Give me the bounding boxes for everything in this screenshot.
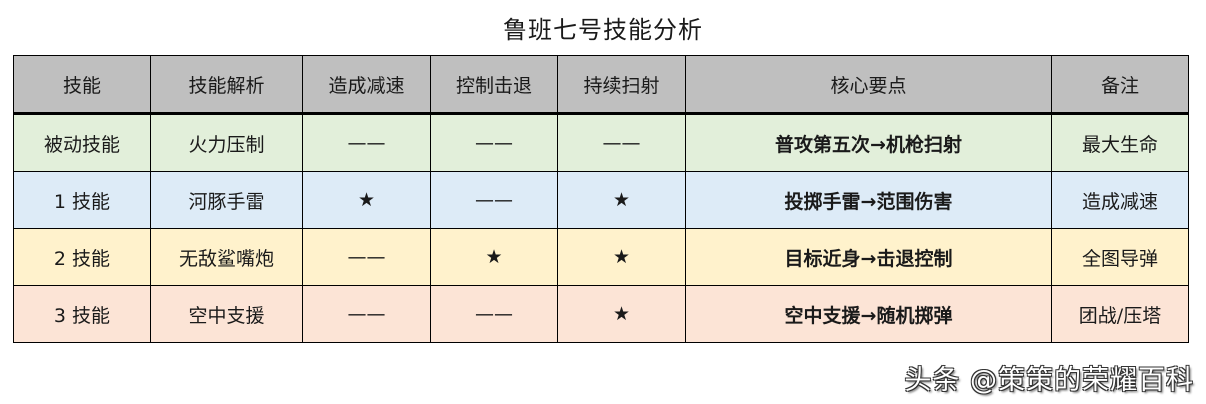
header-core: 核心要点 — [685, 55, 1052, 115]
analysis-cell: 火力压制 — [150, 113, 303, 172]
skill-cell: 被动技能 — [13, 113, 151, 172]
analysis-cell: 空中支援 — [150, 285, 303, 343]
core-cell: 空中支援→随机掷弹 — [685, 285, 1052, 343]
knockback-cell: —— — [430, 171, 558, 229]
note-cell: 造成减速 — [1051, 171, 1189, 229]
header-sweep: 持续扫射 — [557, 55, 686, 115]
knockback-cell: —— — [430, 113, 558, 172]
knockback-cell: ★ — [430, 228, 558, 286]
analysis-cell: 无敌鲨嘴炮 — [150, 228, 303, 286]
table-row: 1 技能 河豚手雷 ★ —— ★ 投掷手雷→范围伤害 造成减速 — [13, 171, 1189, 229]
slow-cell: ★ — [302, 171, 431, 229]
core-cell: 普攻第五次→机枪扫射 — [685, 113, 1052, 172]
header-slow: 造成减速 — [302, 55, 431, 115]
sweep-cell: ★ — [557, 228, 686, 286]
skill-cell: 2 技能 — [13, 228, 151, 286]
skill-cell: 1 技能 — [13, 171, 151, 229]
core-cell: 投掷手雷→范围伤害 — [685, 171, 1052, 229]
skill-analysis-table: 技能 技能解析 造成减速 控制击退 持续扫射 核心要点 备注 被动技能 火力压制… — [13, 55, 1189, 343]
table-row: 3 技能 空中支援 —— —— ★ 空中支援→随机掷弹 团战/压塔 — [13, 285, 1189, 343]
note-cell: 团战/压塔 — [1051, 285, 1189, 343]
analysis-cell: 河豚手雷 — [150, 171, 303, 229]
header-knockback: 控制击退 — [430, 55, 558, 115]
table-row: 2 技能 无敌鲨嘴炮 —— ★ ★ 目标近身→击退控制 全图导弹 — [13, 228, 1189, 286]
header-note: 备注 — [1051, 55, 1189, 115]
knockback-cell: —— — [430, 285, 558, 343]
watermark: 头条 @策策的荣耀百科 — [904, 365, 1194, 396]
note-cell: 全图导弹 — [1051, 228, 1189, 286]
header-analysis: 技能解析 — [150, 55, 303, 115]
sweep-cell: ★ — [557, 285, 686, 343]
sweep-cell: —— — [557, 113, 686, 172]
table-header-row: 技能 技能解析 造成减速 控制击退 持续扫射 核心要点 备注 — [13, 55, 1189, 115]
note-cell: 最大生命 — [1051, 113, 1189, 172]
skill-cell: 3 技能 — [13, 285, 151, 343]
slow-cell: —— — [302, 228, 431, 286]
table-row: 被动技能 火力压制 —— —— —— 普攻第五次→机枪扫射 最大生命 — [13, 113, 1189, 172]
header-skill: 技能 — [13, 55, 151, 115]
core-cell: 目标近身→击退控制 — [685, 228, 1052, 286]
slow-cell: —— — [302, 285, 431, 343]
slow-cell: —— — [302, 113, 431, 172]
sweep-cell: ★ — [557, 171, 686, 229]
page-title: 鲁班七号技能分析 — [503, 16, 703, 44]
